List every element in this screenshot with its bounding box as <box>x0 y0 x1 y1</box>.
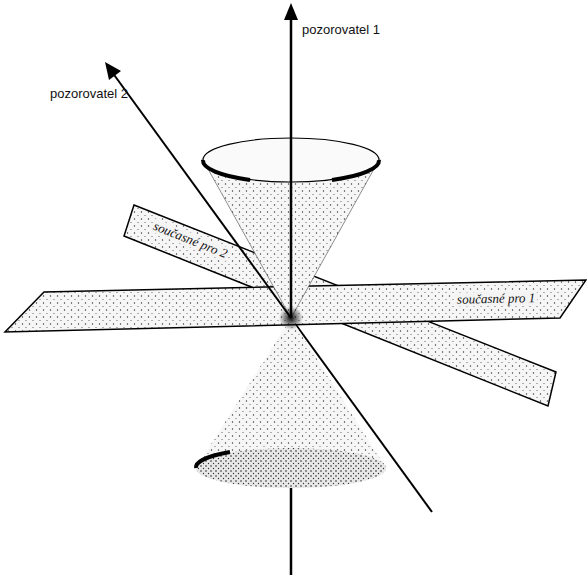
cone-rim-shade <box>203 160 250 180</box>
cone-rim-shade <box>332 160 379 180</box>
observer-label: pozorovatel 1 <box>302 23 380 37</box>
observer-label: pozorovatel 2 <box>50 87 128 101</box>
arrowhead <box>105 62 121 80</box>
worldline-1 <box>290 14 293 318</box>
plane-label: současné pro 1 <box>455 291 538 307</box>
past-cone <box>196 318 386 488</box>
cone-rim <box>196 452 230 468</box>
worldline-2 <box>112 72 291 318</box>
arrowhead <box>284 3 298 20</box>
past-cone-base <box>196 448 386 488</box>
